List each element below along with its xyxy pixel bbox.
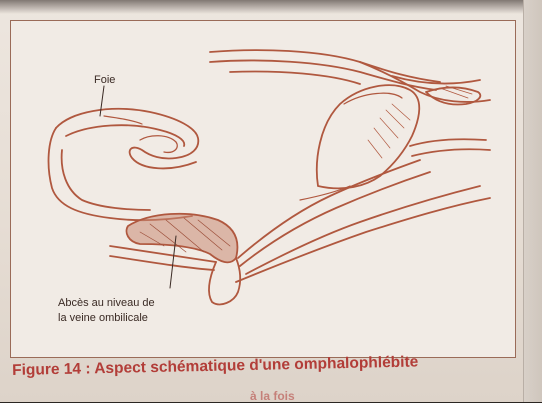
liver-shape [49,109,199,220]
bladder-shape [317,85,419,188]
abdominal-wall [210,50,490,156]
abscess-label-line2: la veine ombilicale [58,311,148,325]
abscess-shape [127,214,241,305]
abscess-label-line1: Abcès au niveau de [58,296,155,310]
liver-label: Foie [94,73,115,87]
liver-pointer-line [100,86,104,116]
figure-caption-continuation: à la fois [250,389,295,403]
